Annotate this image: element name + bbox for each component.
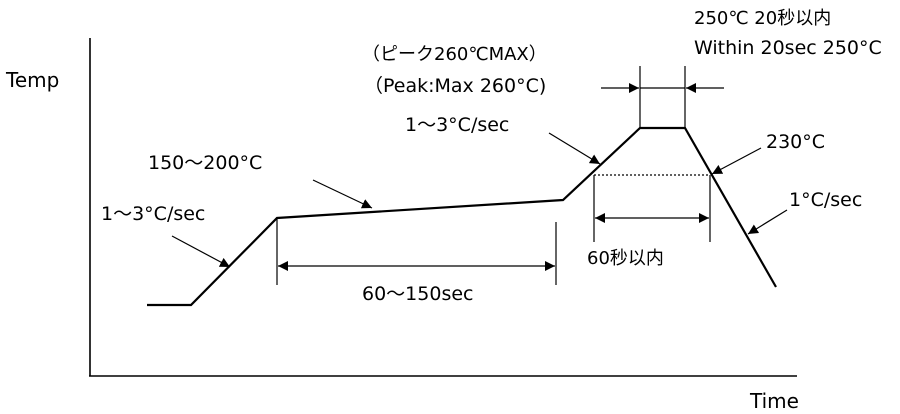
y-axis-label: Temp xyxy=(5,68,59,92)
top-label-en: Within 20sec 250°C xyxy=(694,37,882,59)
x-axis-label: Time xyxy=(749,389,799,413)
reflow-temp-label: 230°C xyxy=(766,131,825,153)
soak-time-label: 60～150sec xyxy=(362,283,473,305)
soak-temp-label: 150～200°C xyxy=(148,152,262,174)
reflow-time-label: 60秒以内 xyxy=(587,248,664,269)
ramp1-leader-arrow xyxy=(171,235,231,268)
reflow-temp-leader-arrow xyxy=(711,147,762,175)
top-label-jp: 250℃ 20秒以内 xyxy=(694,8,831,29)
cool-rate-leader-arrow xyxy=(747,209,788,235)
ramp1-label: 1～3°C/sec xyxy=(101,203,205,225)
ramp2-label: 1～3°C/sec xyxy=(405,114,509,136)
peak-label-jp: （ピーク260℃MAX） xyxy=(362,44,547,65)
cool-rate-label: 1°C/sec xyxy=(789,189,862,211)
soak-leader-arrow xyxy=(312,179,373,209)
peak-label-en: （Peak:Max 260°C) xyxy=(364,75,546,97)
ramp2-leader-arrow xyxy=(548,132,601,165)
